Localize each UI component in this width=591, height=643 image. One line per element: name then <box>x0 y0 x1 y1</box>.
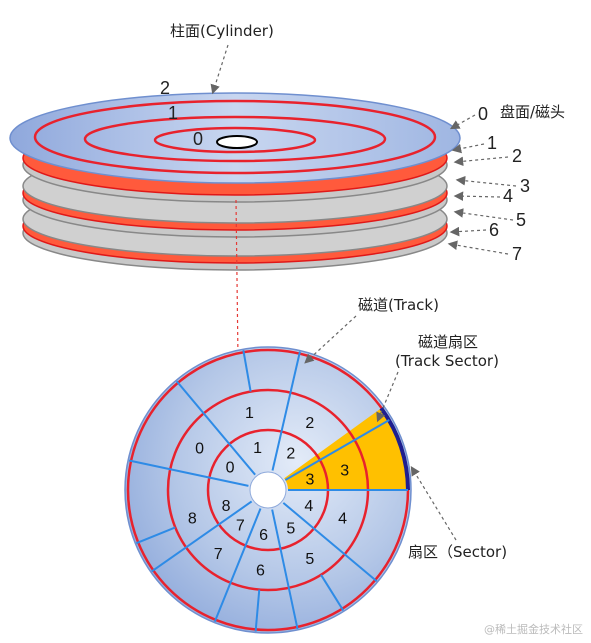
sector-divider <box>320 574 345 611</box>
sector-number-label: 1 <box>253 440 262 457</box>
sector-number-label: 5 <box>286 520 295 537</box>
sector-number-label: 2 <box>305 415 314 432</box>
sector-divider <box>151 500 253 573</box>
sector-number-label: 0 <box>195 441 204 458</box>
track-ring-1 <box>83 115 387 163</box>
sector-divider <box>284 419 390 481</box>
sector-divider <box>271 509 299 630</box>
sector-divider <box>175 380 256 476</box>
sector-number-label: 6 <box>256 563 265 580</box>
track-sector-label-en: (Track Sector) <box>395 352 499 370</box>
spindle-hole <box>216 135 258 149</box>
sector-number-label: 7 <box>214 546 223 563</box>
platter-number-3: 3 <box>520 176 530 196</box>
sector-number-label: 2 <box>286 446 295 463</box>
sector-divider <box>128 459 249 487</box>
sector-label: 扇区（Sector) <box>408 543 507 561</box>
track-ring-2 <box>33 99 437 175</box>
sector-number-label: 5 <box>305 551 314 568</box>
platter-head-label: 盘面/磁头 <box>500 103 565 121</box>
track-label-2: 2 <box>160 78 170 98</box>
track-label: 磁道(Track) <box>358 296 439 314</box>
platter-number-2: 2 <box>512 146 522 166</box>
track-sector-highlight <box>284 408 408 490</box>
platter-number-4: 4 <box>503 186 513 206</box>
track-sector-label-cn: 磁道扇区 <box>418 333 478 351</box>
zoom-connector-arrow <box>233 199 243 361</box>
cylinder-arrow <box>210 44 229 95</box>
sector-arc <box>379 407 410 491</box>
track-arrow <box>304 315 357 364</box>
sector-dividers <box>128 349 408 632</box>
platter-number-0: 0 <box>478 104 488 124</box>
sector-number-label: 3 <box>340 462 349 479</box>
sector-number-label: 8 <box>188 510 197 527</box>
platter-stack: 2 1 0 <box>9 78 461 271</box>
platter-number-6: 6 <box>489 220 499 240</box>
sector-divider <box>135 526 176 545</box>
platter-number-1: 1 <box>487 133 497 153</box>
sector-divider <box>213 508 262 623</box>
cylinder-label: 柱面(Cylinder) <box>170 22 274 40</box>
watermark: @稀土掘金技术社区 <box>484 622 583 636</box>
sector-arrow <box>410 465 457 541</box>
track-ring-0 <box>153 126 317 154</box>
sector-number-label: 0 <box>226 460 235 477</box>
track-label-0: 0 <box>193 129 203 149</box>
track-label-1: 1 <box>168 103 178 123</box>
track-sector-arrow <box>376 371 399 423</box>
sector-number-label: 3 <box>306 472 315 489</box>
sector-number-label: 4 <box>304 498 313 515</box>
platter-number-7: 7 <box>512 244 522 264</box>
sector-number-label: 7 <box>236 518 245 535</box>
sector-number-label: 6 <box>259 527 268 544</box>
sector-divider <box>254 589 261 632</box>
sector-divider <box>271 351 301 471</box>
sector-number-label: 8 <box>222 498 231 515</box>
platter-number-5: 5 <box>516 210 526 230</box>
platter-top <box>9 92 461 203</box>
sector-divider <box>282 502 378 583</box>
sector-number-label: 4 <box>338 510 347 527</box>
sector-divider <box>242 349 252 392</box>
platter-number-labels: 盘面/磁头 0 1 2 3 4 5 6 7 <box>447 103 565 264</box>
disk-hub <box>249 471 287 509</box>
sector-number-label: 1 <box>245 405 254 422</box>
